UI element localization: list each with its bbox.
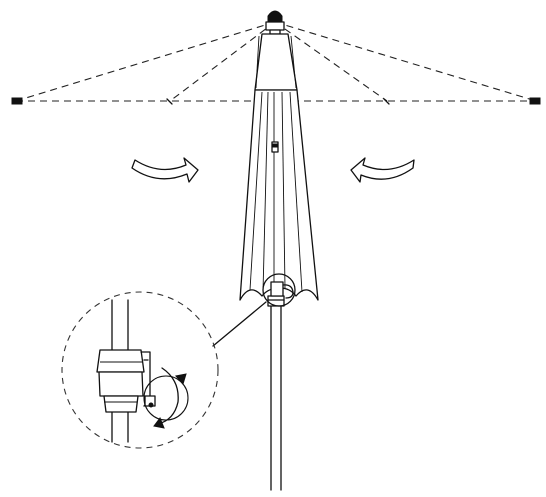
detail-magnified-view	[61, 291, 219, 449]
closed-canopy	[239, 33, 319, 301]
rotate-arrow-right-icon	[350, 157, 415, 183]
umbrella-pole	[267, 295, 285, 491]
umbrella-finial-icon	[265, 10, 285, 35]
open-canopy-outline	[11, 21, 541, 105]
mechanism-highlight-circle	[262, 273, 296, 307]
rotate-arrow-left-icon	[131, 157, 199, 183]
detail-leader-line	[212, 301, 267, 347]
